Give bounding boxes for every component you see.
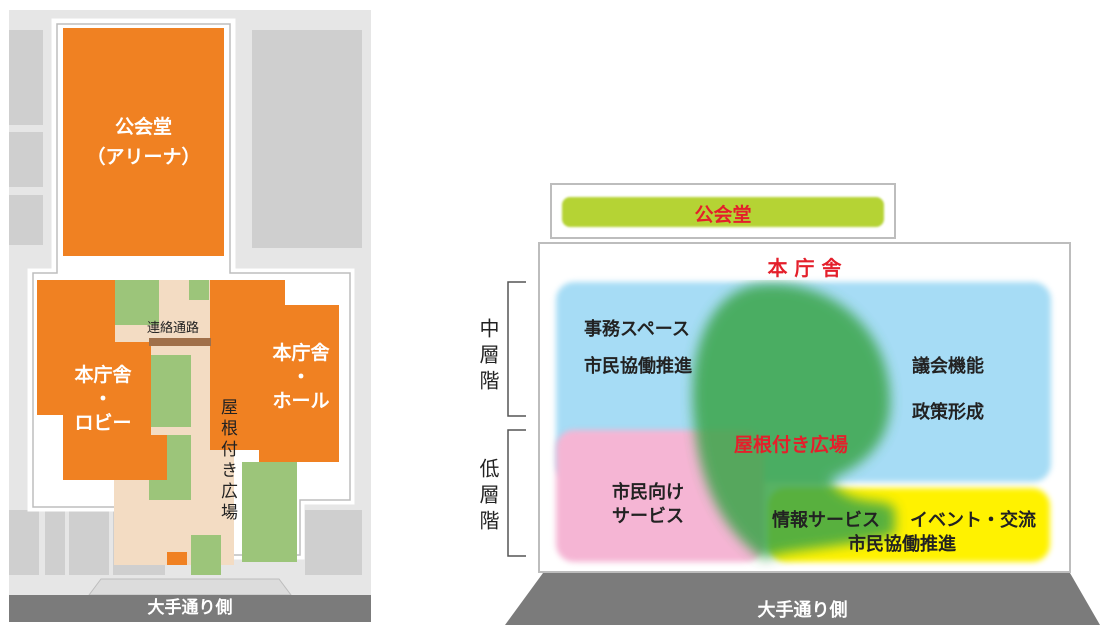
neighbor-block (9, 195, 43, 245)
citizen-collab-label: 市民協働推進 (584, 356, 692, 377)
citizen-collab-label-2: 市民協働推進 (848, 534, 956, 555)
hall-sub-label: （アリーナ） (86, 146, 201, 168)
neighbor-block (69, 510, 109, 575)
citizen-service-label-1: 市民向け (612, 482, 684, 503)
plaza-section-label: 屋根付き広場 (734, 434, 849, 456)
street-curb (88, 578, 292, 595)
section-street (505, 573, 1100, 625)
event-label: イベント・交流 (910, 510, 1036, 531)
info-service-label: 情報サービス (772, 510, 880, 531)
section-street-label: 大手通り側 (757, 600, 848, 621)
neighbor-block (9, 30, 43, 125)
hallwing-label: 本庁舎 ・ ホール (263, 338, 339, 416)
hall-arena-building: 公会堂 （アリーナ） (63, 28, 224, 256)
lobby-building (37, 280, 339, 565)
lobby-line2: ・ (93, 388, 113, 410)
office-space-label: 事務スペース (584, 319, 690, 340)
green-patch (191, 535, 221, 575)
policy-label: 政策形成 (912, 402, 984, 423)
mid-floor-label: 中層階 (476, 318, 500, 396)
hallwing-line3: ホール (272, 390, 330, 412)
neighbor-block (45, 510, 65, 575)
neighbor-block (305, 510, 362, 575)
hall-bar (562, 197, 884, 227)
plaza-label: 屋根付き広場 (217, 398, 237, 524)
corridor (149, 338, 211, 346)
green-patch (149, 355, 191, 427)
neighbor-block (252, 30, 362, 248)
hall-bar-label: 公会堂 (694, 204, 752, 226)
street-label: 大手通り側 (9, 595, 371, 622)
green-patch (114, 280, 159, 325)
green-patch (189, 280, 209, 300)
floor-brackets (507, 281, 526, 557)
green-patch (242, 462, 297, 562)
hallwing-line2: ・ (291, 366, 311, 388)
hall-label: 公会堂 (114, 116, 172, 138)
corridor-label: 連絡通路 (147, 321, 200, 336)
site-plan: 公会堂 （アリーナ） 本庁舎 ・ ロビー 本庁舎 ・ ホール 連絡通路 屋根付き… (9, 10, 371, 622)
assembly-label: 議会機能 (912, 356, 984, 377)
lobby-line1: 本庁舎 (74, 364, 132, 386)
citizen-service-label-2: サービス (612, 506, 684, 527)
low-floor-label: 低層階 (476, 458, 500, 536)
neighbor-block (9, 510, 39, 575)
lobby-label: 本庁舎 ・ ロビー (65, 360, 141, 438)
neighbor-block (9, 132, 43, 187)
plaza-zone (692, 283, 895, 560)
main-building-label: 本 庁 舎 (767, 256, 842, 280)
lobby-line3: ロビー (74, 412, 132, 434)
hallwing-line1: 本庁舎 (272, 342, 330, 364)
